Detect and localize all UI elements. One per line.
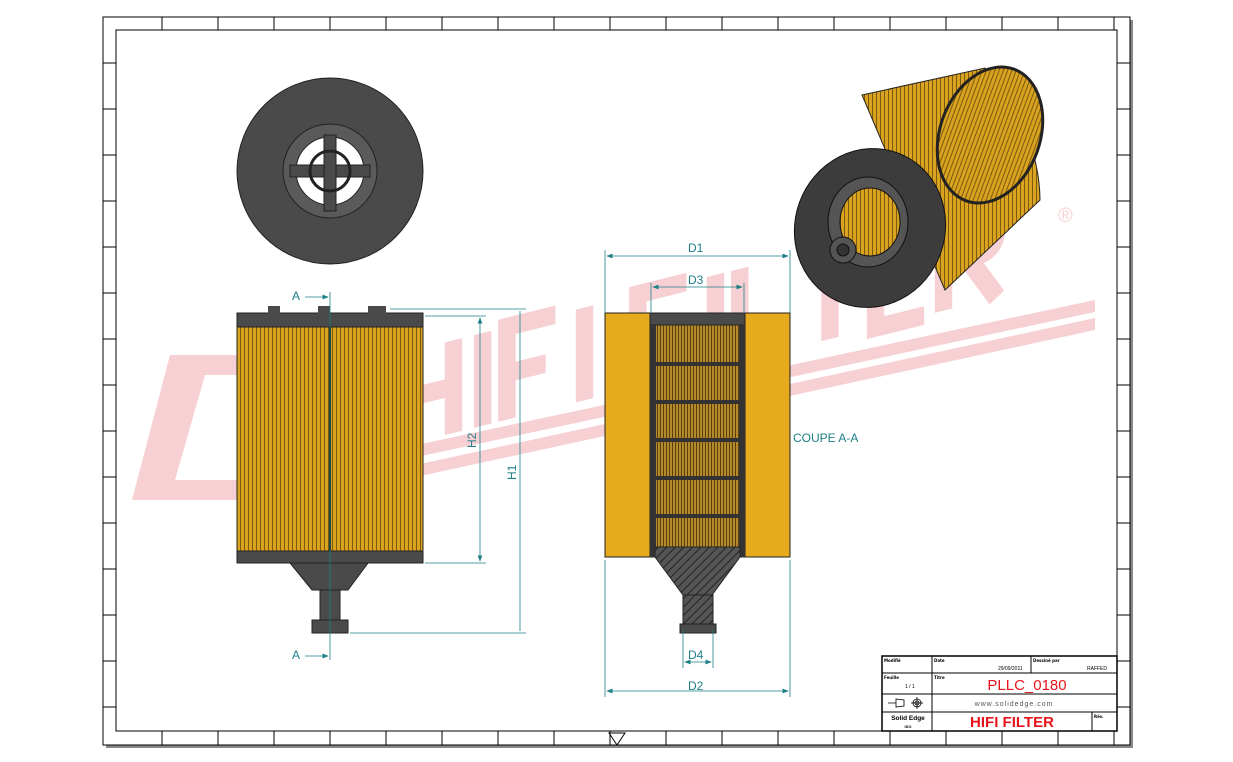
drawing-border xyxy=(115,29,1118,732)
software-standard: ISO xyxy=(905,724,912,729)
projection-symbol-icon xyxy=(888,697,923,709)
sheet-label: Feuille xyxy=(884,675,899,680)
centering-mark-icon xyxy=(608,732,626,746)
dimension-h1-label: H1 xyxy=(505,464,519,480)
date-label: Date xyxy=(934,658,945,663)
watermark-registered: ® xyxy=(1058,205,1073,227)
software-name: Solid Edge xyxy=(891,715,925,722)
dimension-d4-label: D4 xyxy=(688,648,704,662)
date-value: 29/09/2011 xyxy=(998,666,1023,672)
isometric-view xyxy=(793,65,1045,308)
dimension-h2-label: H2 xyxy=(465,432,479,448)
title-block: Modifié Date 29/09/2011 Dessiné par RAFF… xyxy=(881,655,1118,732)
frame-ruler-ticks xyxy=(103,17,1130,745)
drawn-by-label: Dessiné par xyxy=(1033,658,1060,663)
section-label: COUPE A-A xyxy=(793,431,858,445)
dimension-d1-label: D1 xyxy=(688,241,704,255)
website: www.solidedge.com xyxy=(974,701,1054,708)
dimension-d2-label: D2 xyxy=(688,679,704,693)
section-marker-top: A xyxy=(292,289,300,303)
revision-label: Rév. xyxy=(1094,714,1104,719)
dimension-lines xyxy=(305,250,791,697)
company-name: HIFI FILTER xyxy=(970,714,1054,731)
section-marker-bottom: A xyxy=(292,648,300,662)
modified-label: Modifié xyxy=(884,658,901,663)
section-view xyxy=(604,312,791,634)
dimension-d3-label: D3 xyxy=(688,273,704,287)
part-number: PLLC_0180 xyxy=(987,677,1066,694)
sheet-value: 1 / 1 xyxy=(905,684,915,690)
title-label: Titre xyxy=(934,675,945,680)
top-view xyxy=(236,77,424,265)
drawn-by-value: RAFFED xyxy=(1087,666,1107,672)
